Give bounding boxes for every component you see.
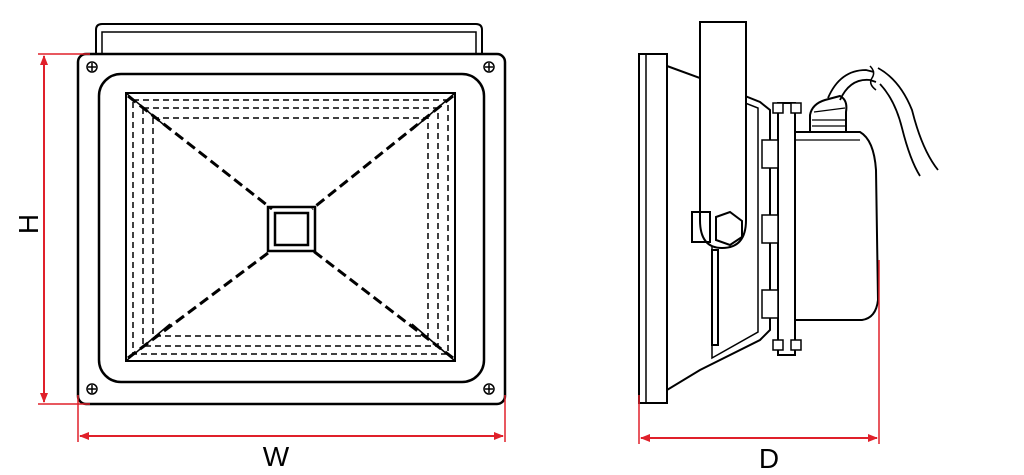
side-cable	[827, 69, 877, 101]
front-reflector-diagonals	[127, 94, 454, 360]
side-gland-threads	[812, 107, 846, 127]
side-dimensions	[638, 260, 880, 444]
side-flange-screws	[772, 102, 802, 351]
side-cable-gland	[809, 94, 848, 133]
front-bracket-inner	[101, 31, 477, 54]
front-screw-bottom-left	[86, 383, 98, 395]
side-driver-box	[794, 131, 880, 321]
front-reflector-dash-1	[132, 99, 449, 355]
front-reflector-outer	[125, 92, 456, 362]
side-bracket-arm	[699, 21, 747, 250]
height-label: H	[13, 214, 44, 234]
front-reflector-corner-lines	[125, 92, 456, 362]
front-reflector-dash-2	[142, 107, 439, 347]
front-led-chip-inner	[273, 211, 310, 247]
front-reflector-dash-3	[152, 117, 429, 337]
side-cable-tail	[877, 67, 939, 177]
side-front-frame	[638, 53, 668, 404]
side-cable-break	[869, 65, 877, 91]
front-led-chip-outer	[266, 205, 317, 253]
front-screw-top-right	[483, 61, 495, 73]
front-view	[76, 23, 507, 406]
side-hex-bolt	[715, 210, 743, 247]
front-bracket	[95, 23, 483, 54]
side-clips	[761, 139, 779, 319]
front-housing-outer	[76, 52, 507, 406]
width-label: W	[263, 441, 290, 472]
front-screw-top-left	[86, 61, 98, 73]
front-housing-bezel	[97, 72, 486, 384]
side-bracket-lower	[711, 249, 719, 346]
front-dimensions	[38, 53, 506, 442]
side-rear-flange	[777, 102, 796, 356]
side-view	[638, 21, 939, 404]
front-screw-bottom-right	[483, 383, 495, 395]
depth-label: D	[759, 443, 779, 474]
side-bracket-base	[691, 211, 711, 243]
